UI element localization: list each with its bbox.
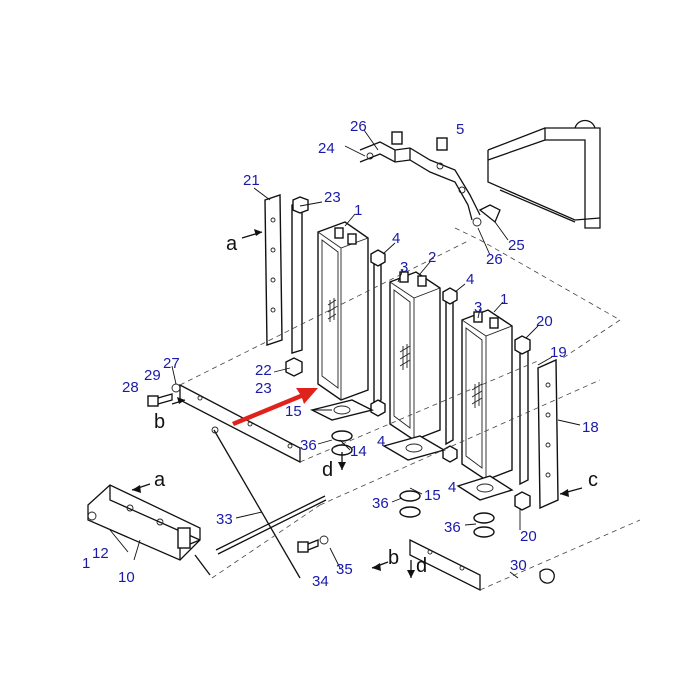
- letter-a-top: a: [226, 233, 238, 255]
- callout-15-right: 15: [424, 487, 441, 504]
- callout-30: 30: [510, 557, 527, 574]
- letter-c: c: [588, 469, 598, 491]
- callout-3-right: 3: [474, 299, 482, 316]
- view-letters: a b c d a b d: [154, 233, 598, 577]
- seal-strip-left: [285, 196, 309, 377]
- direction-arrows: [131, 229, 583, 578]
- lower-frame-10: [87, 484, 211, 576]
- callout-21: 21: [243, 172, 260, 189]
- callout-1-lower: 1: [82, 555, 90, 572]
- callout-5: 5: [456, 121, 464, 138]
- callout-2: 2: [428, 249, 436, 266]
- seal-strip-right: [514, 335, 531, 511]
- bolt-34: [297, 535, 329, 553]
- left-side-plate: [264, 194, 283, 346]
- callout-12: 12: [92, 545, 109, 562]
- letter-a-lower: a: [154, 469, 166, 491]
- letter-d-left: d: [322, 459, 333, 481]
- callout-3-mid: 3: [400, 259, 408, 276]
- callout-1-right: 1: [500, 291, 508, 308]
- upper-frame: [487, 119, 601, 229]
- callout-4-c: 4: [377, 433, 385, 450]
- callout-labels: 21 23 1 4 2 3 4 1 3 20 19 18 24 26 5 25 …: [82, 118, 599, 590]
- right-side-plate: [537, 358, 559, 510]
- callout-20-bottom: 20: [520, 528, 537, 545]
- bracket-15-left: [309, 399, 375, 421]
- seal-strip-4a: [370, 249, 386, 417]
- callout-10: 10: [118, 569, 135, 586]
- cushion-36-c: [473, 512, 495, 538]
- cushion-36-a: [331, 430, 353, 456]
- callout-34: 34: [312, 573, 329, 590]
- bracket-15-right: [456, 475, 514, 501]
- callout-19: 19: [550, 344, 567, 361]
- rod-33: [211, 426, 327, 579]
- bracket-14: [382, 435, 446, 461]
- callout-27: 27: [163, 355, 180, 372]
- callout-14: 14: [350, 443, 367, 460]
- callout-4-a: 4: [392, 230, 400, 247]
- letter-d-lower: d: [416, 555, 427, 577]
- top-mounting-bar: [359, 131, 501, 227]
- callout-33: 33: [216, 511, 233, 528]
- callout-36-a: 36: [300, 437, 317, 454]
- callout-1-left: 1: [354, 202, 362, 219]
- radiator-core-3: [461, 309, 513, 481]
- callout-24: 24: [318, 140, 335, 157]
- callout-18: 18: [582, 419, 599, 436]
- callout-36-c: 36: [444, 519, 461, 536]
- seal-strip-4b: [442, 287, 458, 463]
- callout-29: 29: [144, 367, 161, 384]
- callout-35: 35: [336, 561, 353, 578]
- callout-15-left: 15: [285, 403, 302, 420]
- callout-23-top: 23: [324, 189, 341, 206]
- leader-lines: [109, 129, 581, 579]
- letter-b-lower: b: [388, 547, 399, 569]
- radiator-core-1: [317, 221, 369, 401]
- bottom-rail-right: [409, 538, 555, 592]
- cushion-36-b: [399, 490, 421, 518]
- reference-lines: [179, 227, 641, 591]
- callout-36-b: 36: [372, 495, 389, 512]
- radiator-core-2: [389, 271, 441, 441]
- callout-26-right: 26: [486, 251, 503, 268]
- callout-26-top: 26: [350, 118, 367, 135]
- callout-25: 25: [508, 237, 525, 254]
- callout-22: 22: [255, 362, 272, 379]
- callout-4-d: 4: [448, 479, 456, 496]
- callout-23-mid: 23: [255, 380, 272, 397]
- callout-28: 28: [122, 379, 139, 396]
- callout-20-top: 20: [536, 313, 553, 330]
- letter-b-left: b: [154, 411, 165, 433]
- callout-4-b: 4: [466, 271, 474, 288]
- highlight-arrow: [232, 388, 318, 426]
